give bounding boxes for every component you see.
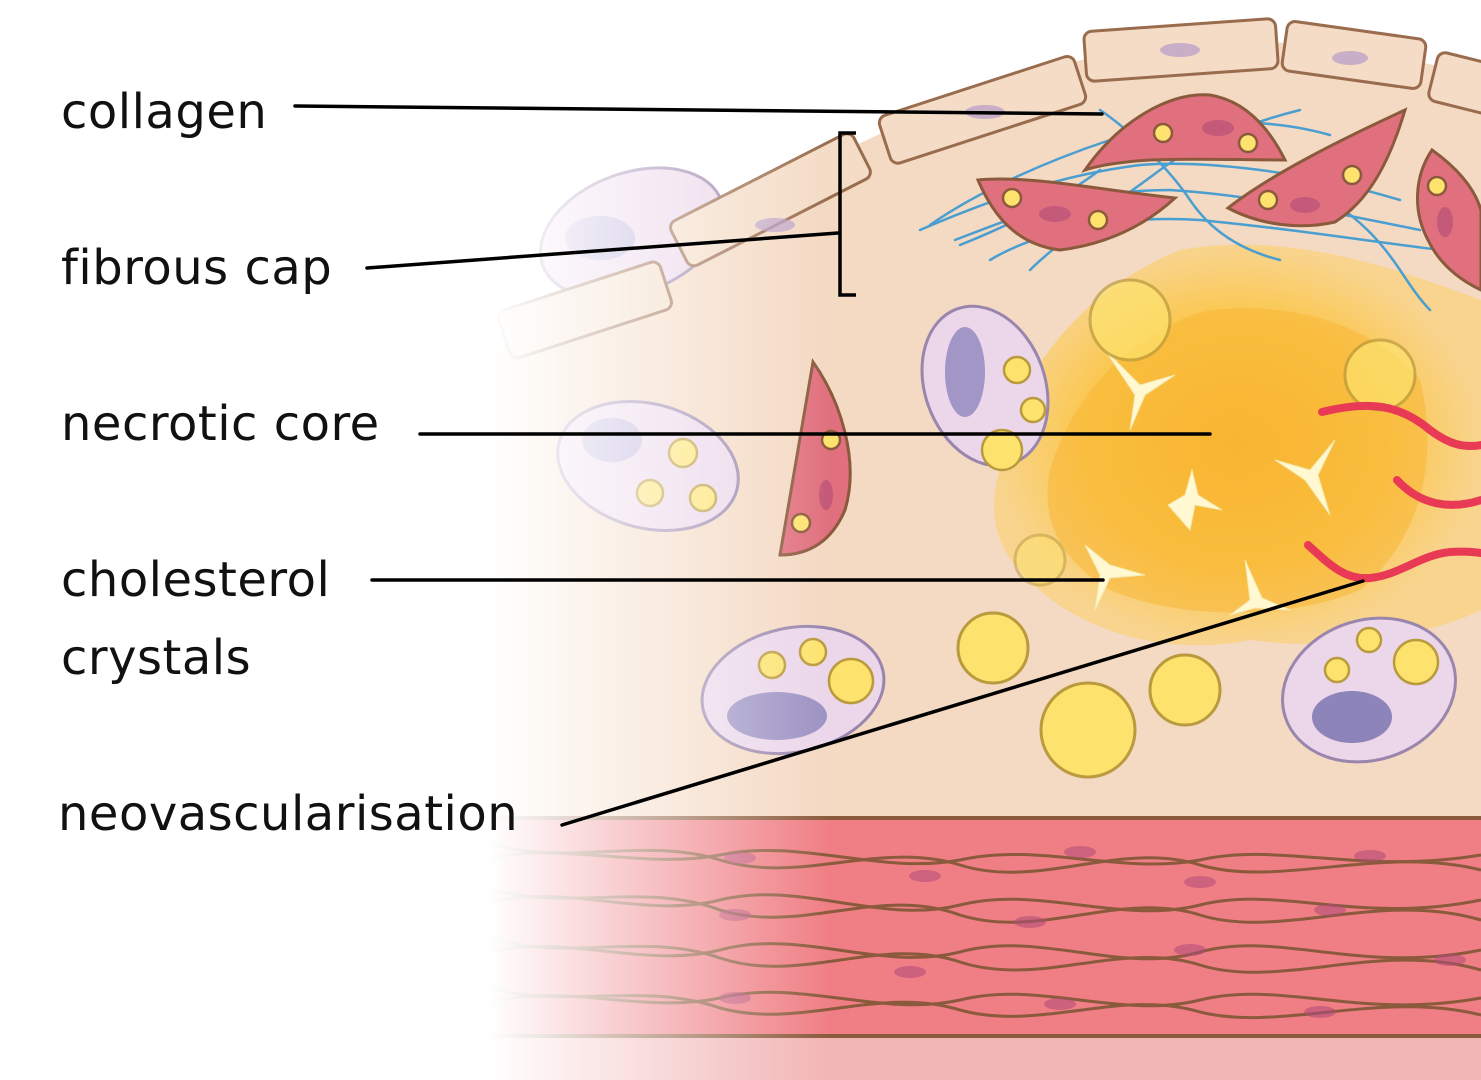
label-cholesterol-line1: cholesterol [61, 552, 331, 608]
label-neovascularisation: neovascularisation [58, 786, 519, 842]
label-collagen: collagen [61, 84, 268, 140]
label-fibrous-cap: fibrous cap [61, 240, 333, 296]
label-cholesterol-line2: crystals [61, 630, 252, 686]
label-necrotic-core: necrotic core [61, 396, 380, 452]
leader-lines [293, 104, 1365, 827]
collagen-leader [293, 104, 1104, 116]
fibrous-cap-bracket [838, 131, 856, 297]
neovascularisation-leader [560, 579, 1365, 827]
fibrous-cap-leader [365, 231, 840, 270]
